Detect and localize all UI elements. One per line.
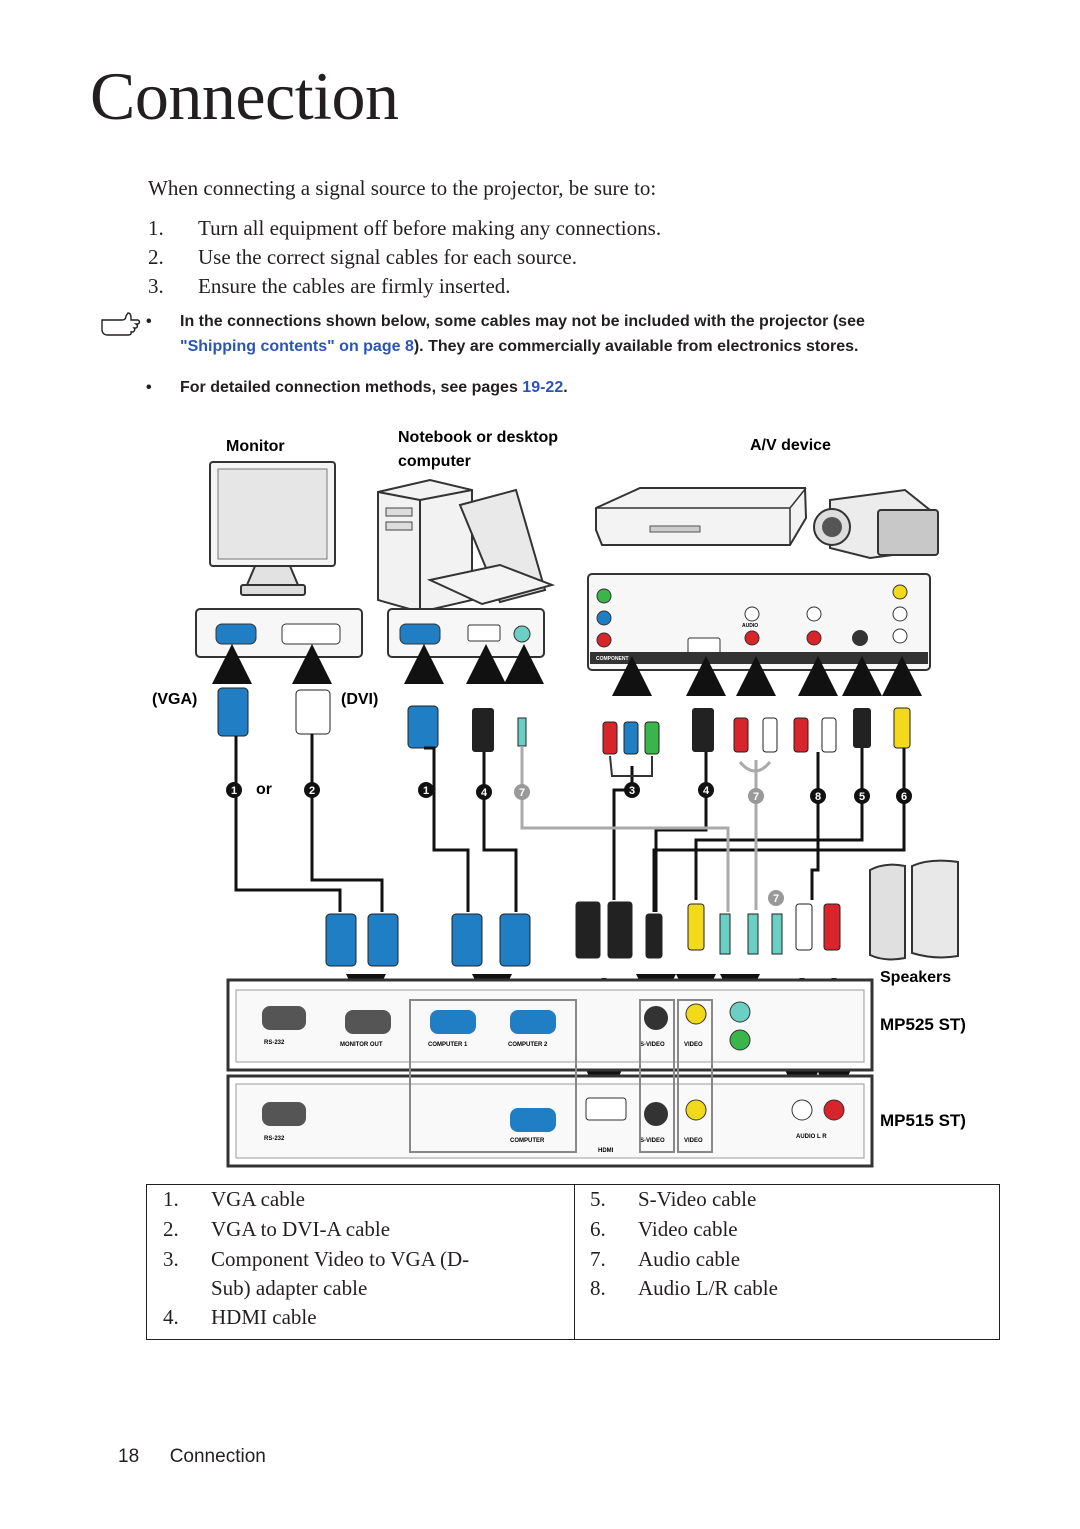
svg-text:4: 4 (481, 787, 488, 799)
rs232-label-2: RS-232 (264, 1136, 285, 1142)
svg-text:5: 5 (859, 791, 865, 803)
cable-list-left: 1.VGA cable 2.VGA to DVI-A cable 3.Compo… (147, 1185, 575, 1339)
computer-label-port: COMPUTER (510, 1138, 545, 1144)
video-label: VIDEO (684, 1042, 703, 1048)
audio-port-label: AUDIO (742, 623, 758, 629)
pages-link[interactable]: 19-22 (522, 379, 564, 396)
model-mp525-label: MP525 ST) (880, 1015, 966, 1034)
speakers-icon (869, 859, 959, 961)
computer2-label: COMPUTER 2 (508, 1042, 548, 1048)
svg-text:8: 8 (815, 791, 821, 803)
svg-text:7: 7 (753, 791, 759, 803)
svg-text:2: 2 (309, 785, 315, 797)
note-pages: For detailed connection methods, see pag… (180, 379, 568, 396)
cable-list-right: 5.S-Video cable 6.Video cable 7.Audio ca… (590, 1187, 778, 1300)
hdmi-label: HDMI (598, 1148, 614, 1154)
shipping-contents-link[interactable]: "Shipping contents" on page 8 (180, 338, 414, 355)
svg-text:1: 1 (423, 785, 429, 797)
audio-lr-label: AUDIO L R (796, 1134, 827, 1140)
note-shipping: In the connections shown below, some cab… (180, 313, 865, 355)
dvd-player-icon (595, 487, 808, 546)
cable-list-table: 1.VGA cable 2.VGA to DVI-A cable 3.Compo… (146, 1184, 1000, 1340)
svg-text:1: 1 (231, 785, 237, 797)
video-label-2: VIDEO (684, 1138, 703, 1144)
computer-port-panel (387, 608, 545, 658)
step-item: 1.Turn all equipment off before making a… (148, 216, 662, 240)
computer-label-2: computer (398, 453, 471, 470)
connection-diagram: Monitor Notebook or desktop computer A/V… (152, 429, 966, 1168)
svideo-label-2: S-VIDEO (640, 1138, 665, 1144)
or-label: or (256, 781, 272, 798)
monitor-icon (209, 461, 336, 596)
speakers-label: Speakers (880, 969, 951, 986)
page-footer: 18 Connection (118, 1446, 266, 1468)
bullet: • (146, 379, 152, 396)
page-number: 18 (118, 1446, 140, 1467)
monitor-label: Monitor (226, 438, 285, 455)
svg-text:4: 4 (703, 785, 710, 797)
computer-label: Notebook or desktop (398, 429, 558, 446)
svg-text:6: 6 (901, 791, 907, 803)
svg-text:7: 7 (519, 787, 525, 799)
rs232-label: RS-232 (264, 1040, 285, 1046)
camcorder-icon (813, 488, 939, 560)
model-mp515-label: MP515 ST) (880, 1111, 966, 1130)
pointing-hand-icon (101, 312, 141, 336)
dvi-label: (DVI) (341, 691, 378, 708)
svg-text:7: 7 (773, 893, 779, 905)
computer-icon (377, 478, 556, 614)
av-device-label: A/V device (750, 437, 831, 454)
computer1-label: COMPUTER 1 (428, 1042, 468, 1048)
step-item: 3.Ensure the cables are firmly inserted. (148, 274, 511, 298)
bullet: • (146, 313, 152, 330)
svideo-label: S-VIDEO (640, 1042, 665, 1048)
page-title: Connection (90, 58, 399, 134)
footer-section: Connection (169, 1446, 266, 1467)
step-item: 2.Use the correct signal cables for each… (148, 245, 577, 269)
vga-label: (VGA) (152, 691, 197, 708)
intro-text: When connecting a signal source to the p… (148, 176, 657, 200)
projector-panel-mp525 (226, 978, 874, 1072)
monitor-port-panel (195, 608, 363, 658)
monitor-out-label: MONITOR OUT (340, 1042, 383, 1048)
av-port-panel (587, 573, 931, 671)
svg-text:3: 3 (629, 785, 635, 797)
component-port-label: COMPONENT (596, 656, 629, 662)
